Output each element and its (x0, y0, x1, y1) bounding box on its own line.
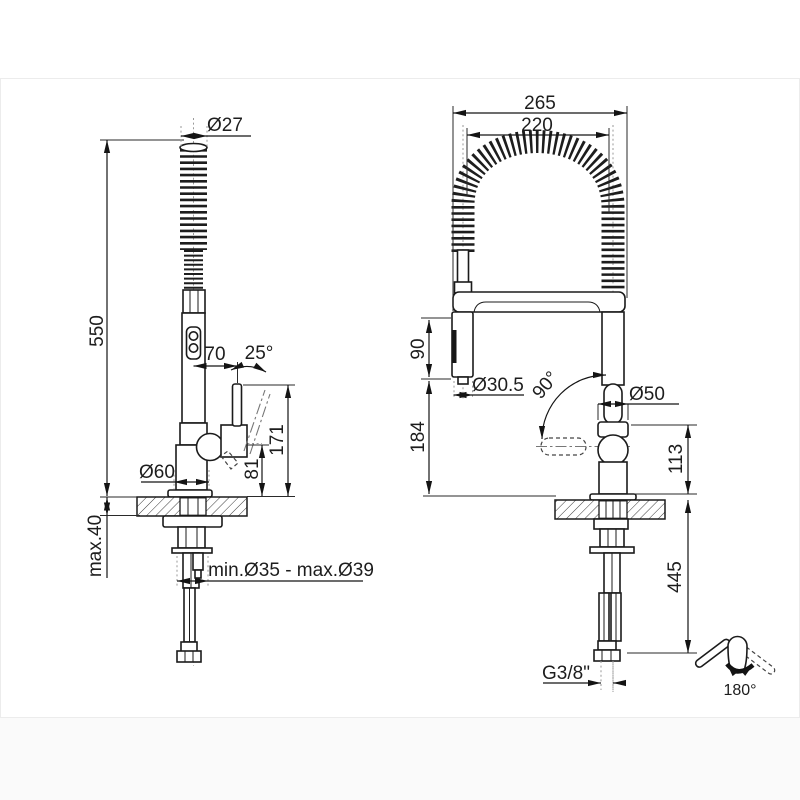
drawing-frame (0, 78, 800, 718)
dim-base-diameter: Ø60 (139, 462, 175, 483)
spring-spout-side (179, 142, 208, 290)
lever-upright (231, 383, 243, 427)
under-counter-fittings-right (589, 518, 635, 662)
dim-spring-width: 220 (521, 115, 553, 136)
dim-hose-length: 445 (665, 561, 686, 593)
dim-spout-diameter: Ø27 (207, 115, 243, 136)
dim-supply-thread: G3/8" (542, 663, 590, 684)
dim-handle-height: 113 (666, 444, 687, 474)
dim-counter-thickness: max.40 (85, 515, 106, 577)
dim-handle-pivot-height: 81 (242, 458, 263, 479)
dim-handle-offset: 70 (204, 344, 225, 365)
dim-overall-height: 550 (87, 315, 108, 347)
page-margin (0, 718, 800, 800)
dim-spray-head-diameter: Ø30.5 (472, 375, 524, 396)
dim-handle-top-height: 171 (267, 424, 288, 456)
dim-spray-head-length: 90 (408, 338, 429, 359)
dim-overall-width: 265 (524, 93, 556, 114)
front-view: 265 220 90 Ø30.5 184 90° Ø50 113 445 G3/… (408, 93, 697, 692)
swivel-angle-label: 180° (723, 682, 756, 699)
dim-handle-angle: 25° (245, 343, 274, 364)
dim-outlet-height: 184 (408, 421, 429, 453)
mixer-cartridge (195, 432, 225, 462)
side-view: Ø27 550 70 25° 171 81 Ø60 max.40 min.Ø35… (85, 115, 374, 666)
dim-mounting-hole: min.Ø35 - max.Ø39 (208, 560, 374, 581)
swivel-180-icon: 180° (694, 635, 776, 699)
dim-body-diameter: Ø50 (629, 384, 665, 405)
spray-head (451, 311, 474, 385)
lever-down-position (220, 450, 239, 470)
faucet-column-front (601, 311, 625, 386)
